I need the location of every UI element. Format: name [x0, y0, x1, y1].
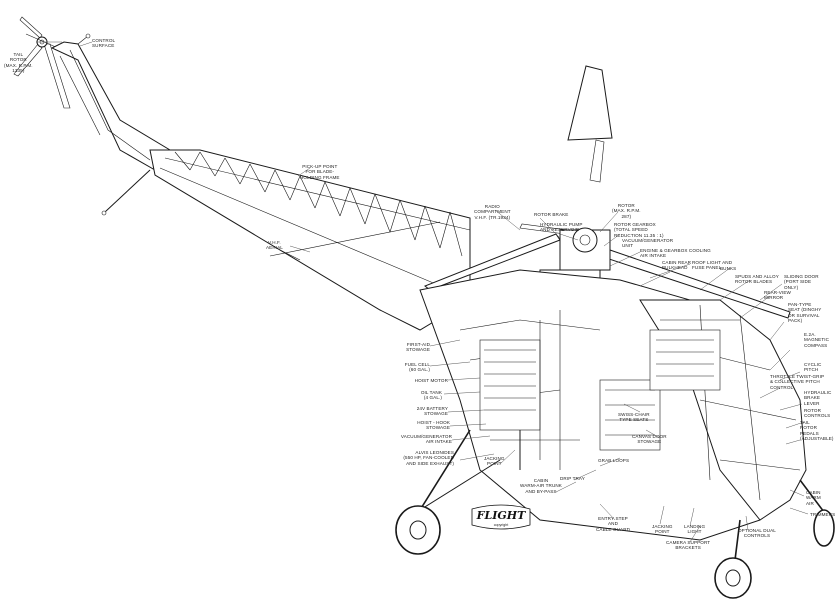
label-bunks: BUNKS: [720, 266, 737, 271]
label-vhf-aerial: V.H.F. AERIAL: [266, 240, 283, 251]
label-hydraulic-brake: HYDRAULIC BRAKE LEVER: [804, 390, 832, 406]
label-sliding-door: SLIDING DOOR (PORT SIDE ONLY): [784, 274, 819, 290]
label-cabin-warm-air-2: CABIN WARM AIR: [806, 490, 821, 506]
flight-logo-word: FLIGHT: [476, 509, 526, 522]
label-rotor-gearbox: ROTOR GEARBOX (TOTAL SPEED REDUCTION 11.…: [614, 222, 664, 238]
label-control-surface: CONTROL SURFACE: [92, 38, 116, 49]
nose-wheel: [714, 557, 752, 599]
label-vacuum-generator: VACUUM/GENERATOR UNIT: [622, 238, 674, 249]
label-cabin-rear-bulkhead: CABIN REAR BULKHEAD: [662, 260, 692, 271]
label-drip-tray: DRIP TRAY: [560, 476, 585, 481]
label-stretcher-seats: SWISS-CHAIR TYPE SEATS: [618, 412, 650, 423]
label-tail-rotor-pedals: TAIL ROTOR PEDALS (ADJUSTABLE): [800, 420, 834, 442]
label-pan-type-seat: PAN-TYPE SEAT (DINGHY OR SURVIVAL PACK): [788, 302, 822, 324]
cockpit-canopy: [639, 299, 807, 521]
label-tail-rotor: TAIL ROTOR (MAX. R.P.M. 1335): [4, 52, 33, 74]
flight-logo: FLIGHT copyright: [471, 504, 531, 530]
label-entry-step: ENTRY STEP AND CABLE GUARD: [596, 516, 631, 532]
label-hoist-motor: HOIST MOTOR: [414, 378, 448, 383]
label-engine-cooling: ENGINE & GEARBOX COOLING AIR INTAKE: [640, 248, 711, 259]
label-rotor-brake: ROTOR BRAKE: [534, 212, 569, 217]
label-rotor-controls: ROTOR CONTROLS: [804, 408, 831, 419]
main-rotor-blades: [424, 65, 791, 319]
label-compass: E.2A. MAGNETIC COMPASS: [804, 332, 830, 348]
label-spuds: SPUDS AND ALLOY ROTOR BLADES: [735, 274, 779, 285]
label-jacking-point-2: JACKING POINT: [652, 524, 673, 535]
label-battery: 24V BATTERY STOWAGE: [416, 406, 448, 417]
label-first-aid: FIRST-AID STOWAGE: [406, 342, 430, 353]
label-alvis-leonides: ALVIS LEONIDES (550 HP, FAN-COOLED AND S…: [403, 450, 454, 466]
label-canvas-door: CANVAS DOOR STOWAGE: [632, 434, 667, 445]
tail-boom: [50, 33, 171, 216]
label-rotor: ROTOR (MAX. R.P.M. 287): [612, 203, 641, 219]
right-main-wheel: [813, 509, 835, 547]
label-rear-view-mirror: REAR-VIEW MIRROR: [764, 290, 791, 301]
tail-rotor: [13, 16, 71, 109]
label-vacuum-intake: VACUUM/GENERATOR AIR INTAKE: [400, 434, 452, 445]
label-hydraulic-pump: HYDRAULIC PUMP AND RESERVOIR: [540, 222, 583, 233]
label-throttle: THROTTLE TWIST-GRIP & COLLECTIVE PITCH C…: [770, 374, 825, 390]
flight-logo-sub: copyright: [494, 523, 509, 527]
label-camera-support: CAMERA SUPPORT BRACKETS: [666, 540, 711, 551]
label-fuel-cell: FUEL CELL (60 GAL.): [404, 362, 430, 373]
label-jacking-point: JACKING POINT: [484, 456, 505, 467]
leader-lines: [36, 41, 809, 543]
label-landing-light: LANDING LIGHT: [684, 524, 706, 535]
label-oil-tank: OIL TANK (4 GAL.): [420, 390, 442, 401]
label-cabin-warm-air: CABIN WARM-AIR TRUNK AND BY-PASS: [520, 478, 562, 494]
left-main-wheel: [395, 505, 441, 555]
label-pick-up-point: PICK-UP POINT FOR BLADE- HOLDING FRAME: [300, 164, 340, 180]
label-trimmers: TRIMMERS: [810, 512, 836, 517]
landing-gear: [395, 429, 835, 599]
label-radio-compartment: RADIO COMPARTMENT V.H.F. (TR.1934): [474, 204, 511, 220]
label-roof-light: ROOF LIGHT AND FUSE PANEL: [692, 260, 733, 271]
label-hoist-hook: HOIST - HOOK STOWAGE: [417, 420, 450, 431]
label-grab-loops: GRAB LOOPS: [598, 458, 630, 463]
label-optional-dual: OPTIONAL DUAL CONTROLS: [738, 528, 776, 539]
label-cyclic-pitch: CYCLIC PITCH: [804, 362, 822, 373]
